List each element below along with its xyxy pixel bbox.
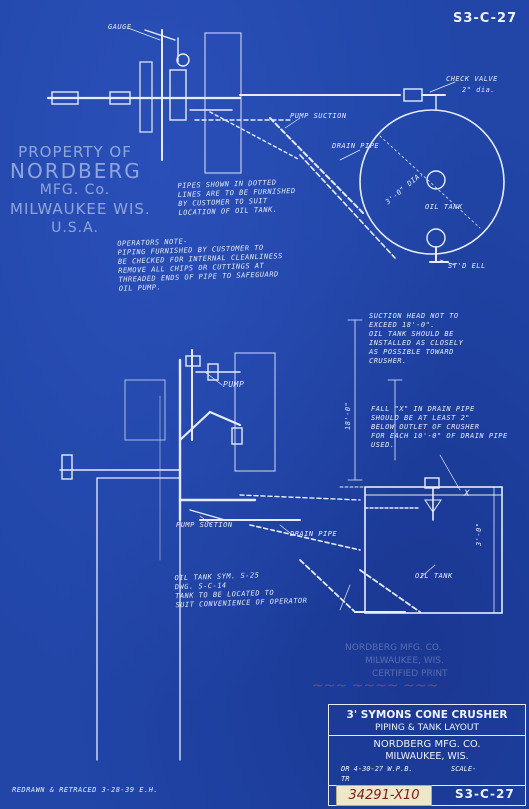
label-oil-tank-plan: OIL TANK xyxy=(425,203,463,211)
crusher-plan-view xyxy=(46,29,446,259)
leader-lines xyxy=(127,27,461,611)
stamp-line-5: U.S.A. xyxy=(51,220,99,236)
title-block-title: 3' SYMONS CONE CRUSHER xyxy=(346,709,508,721)
stamp-line-4: MILWAUKEE WIS. xyxy=(10,200,151,218)
label-check-valve: CHECK VALVE xyxy=(446,75,498,83)
crusher-elevation-view xyxy=(59,349,406,761)
label-pump-suction-bottom: PUMP SUCTION xyxy=(176,521,233,529)
dim-vertical: 18'-0" xyxy=(344,401,352,430)
title-block: 3' SYMONS CONE CRUSHER PIPING & TANK LAY… xyxy=(328,704,526,806)
property-stamp: PROPERTY OF NORDBERG MFG. Co. MILWAUKEE … xyxy=(10,143,151,238)
label-x-mark: X xyxy=(464,489,470,499)
label-oil-tank-elevation: OIL TANK xyxy=(415,572,453,580)
title-block-subtitle: PIPING & TANK LAYOUT xyxy=(375,723,479,733)
note-fall-drain: FALL "X" IN DRAIN PIPE SHOULD BE AT LEAS… xyxy=(371,405,508,449)
certified-stamp-line-3: CERTIFIED PRINT xyxy=(372,669,448,679)
sheet-number-bottom: S3-C-27 xyxy=(455,787,515,801)
stamp-line-1: PROPERTY OF xyxy=(18,143,132,161)
label-drain-pipe-top: DRAIN PIPE xyxy=(332,142,380,150)
note-dotted-pipes: PIPES SHOWN IN DOTTED LINES ARE TO BE FU… xyxy=(177,178,296,218)
certified-stamp-line-1: NORDBERG MFG. CO. xyxy=(345,643,442,653)
note-tank-location: OIL TANK SYM. S-25 DWG. S-C-14 TANK TO B… xyxy=(174,571,308,610)
dim-tank-height: 3'-0" xyxy=(475,522,483,546)
redrawn-note: REDRAWN & RETRACED 3-28-39 E.H. xyxy=(12,786,159,794)
certified-stamp-line-2: MILWAUKEE, WIS. xyxy=(365,656,444,666)
title-block-company: NORDBERG MFG. CO. xyxy=(373,739,481,750)
title-block-drawn: DR 4-30-27 W.P.B. xyxy=(341,765,413,773)
title-block-city: MILWAUKEE, WIS. xyxy=(385,751,469,762)
title-block-divider xyxy=(329,735,525,736)
title-block-scale: SCALE- xyxy=(451,765,477,773)
title-block-traced: TR xyxy=(341,775,350,783)
label-street-ell: ST'D ELL xyxy=(448,262,486,270)
oil-tank-plan-view xyxy=(359,94,505,263)
signature-stamp: ~~~ ~~~~ ~~~ xyxy=(312,678,439,694)
oil-tank-elevation-view xyxy=(339,319,503,614)
file-tag: 34291-X10 xyxy=(336,785,432,806)
note-suction-head: SUCTION HEAD NOT TO EXCEED 18'-0". OIL T… xyxy=(369,312,464,365)
label-gauge: GAUGE xyxy=(108,23,132,31)
label-check-valve-size: 2" dia. xyxy=(462,86,496,94)
note-operators: OPERATORS NOTE- PIPING FURNISHED BY CUST… xyxy=(117,237,283,293)
sheet-number-top: S3-C-27 xyxy=(453,11,518,26)
stamp-line-2: NORDBERG xyxy=(10,159,142,183)
stamp-line-3: MFG. Co. xyxy=(39,182,111,198)
label-drain-pipe-bottom: DRAIN PIPE xyxy=(290,530,338,538)
label-pump: PUMP xyxy=(223,380,245,389)
label-pump-suction-top: PUMP SUCTION xyxy=(290,112,347,120)
